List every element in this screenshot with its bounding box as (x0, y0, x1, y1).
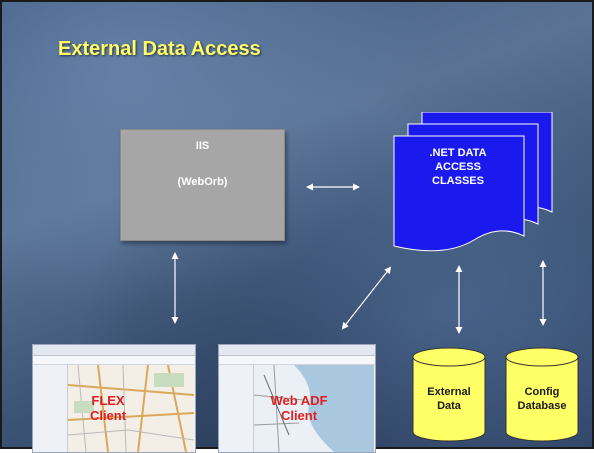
external-data-label: External Data (412, 385, 486, 413)
external-data-line-1: External (427, 386, 471, 398)
external-data-database: External Data (412, 347, 486, 442)
net-classes-label: .NET DATA ACCESS CLASSES (394, 146, 522, 188)
flex-client-screenshot: FLEX Client (32, 344, 196, 453)
database-cylinder-icon (412, 347, 486, 442)
net-data-access-classes (392, 112, 562, 272)
flex-client-line-1: FLEX (91, 393, 125, 408)
app-sidebar (33, 365, 68, 452)
web-adf-client-screenshot: Web ADF Client (218, 344, 376, 453)
flex-client-line-2: Client (89, 408, 127, 423)
iis-weborb-box: IIS (WebOrb) (120, 129, 285, 241)
config-database-line-2: Database (517, 400, 567, 412)
config-database-label: Config Database (505, 385, 579, 413)
database-cylinder-icon (505, 347, 579, 442)
net-classes-line-1: .NET DATA (429, 147, 487, 159)
browser-toolbar (219, 345, 375, 356)
web-adf-client-line-2: Client (280, 408, 318, 423)
flex-map-image (68, 365, 194, 452)
config-database: Config Database (505, 347, 579, 442)
net-classes-line-3: CLASSES (432, 175, 484, 187)
web-adf-map-image (254, 365, 374, 452)
app-sidebar (219, 365, 254, 452)
weborb-label: (WebOrb) (177, 176, 228, 188)
web-adf-client-line-1: Web ADF (270, 393, 328, 408)
web-adf-client-label: Web ADF Client (259, 393, 339, 423)
browser-address-bar (33, 356, 195, 365)
flex-client-label: FLEX Client (73, 393, 143, 423)
config-database-line-1: Config (524, 386, 560, 398)
browser-toolbar (33, 345, 195, 356)
arrow-net-to-web-adf (341, 266, 392, 330)
browser-address-bar (219, 356, 375, 365)
external-data-line-2: Data (437, 400, 461, 412)
iis-label: IIS (195, 140, 210, 152)
net-classes-line-2: ACCESS (435, 161, 481, 173)
slide-title: External Data Access (58, 38, 261, 60)
document-stack-icon (393, 112, 553, 252)
